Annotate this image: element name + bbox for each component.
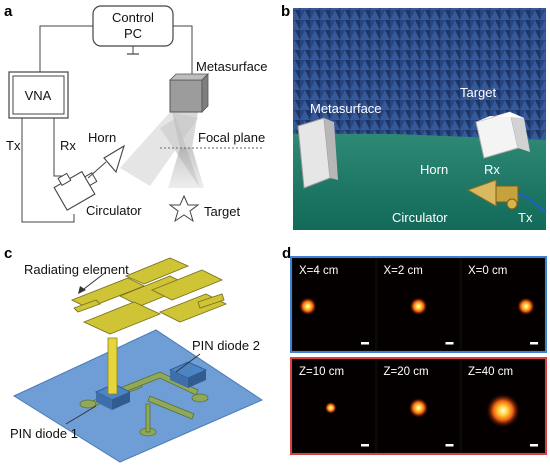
vna-screen: [12, 75, 65, 115]
focal-spot-tiles: X=4 cm X=2 cm X=0 cm Z=10 cm Z=20 cm Z=40 cm: [293, 259, 544, 452]
radiating-element-label: Radiating element: [24, 262, 129, 277]
photo-metasurface-side: [324, 118, 338, 180]
panel-a: a Control PC VNA Tx Rx Circulator: [4, 3, 268, 223]
circulator-shape: [53, 170, 98, 211]
radiating-element-pointer: [79, 271, 107, 293]
tile-label: X=2 cm: [384, 265, 423, 277]
panel-b: b Metasurface Target Horn Rx Circulator …: [281, 3, 547, 230]
horn-icon: [103, 144, 125, 174]
pc-metasurface-wire: [173, 25, 193, 80]
metasurface-side: [201, 73, 209, 113]
focal-spot-tile: Z=40 cm: [462, 360, 544, 452]
panel-b-label: b: [281, 3, 290, 20]
control-pc-label-2: PC: [124, 26, 142, 41]
focal-plane-label: Focal plane: [198, 130, 265, 145]
scale-bar: [361, 342, 369, 345]
circulator-label: Circulator: [86, 203, 142, 218]
panel-a-label: a: [4, 3, 13, 20]
pin-diode-1-label: PIN diode 1: [10, 426, 78, 441]
focal-spot-tile: Z=20 cm: [377, 360, 460, 452]
focal-spot: [324, 401, 337, 414]
tile-label: X=0 cm: [468, 265, 507, 277]
tile-label: Z=20 cm: [384, 366, 429, 378]
scale-bar: [530, 342, 538, 345]
scale-bar: [361, 444, 369, 447]
tile-label: X=4 cm: [299, 265, 338, 277]
tile-label: Z=10 cm: [299, 366, 344, 378]
feed-post: [107, 337, 118, 395]
focal-spot-tile: Z=10 cm: [293, 360, 375, 452]
focal-spot-tile: X=4 cm: [293, 259, 375, 350]
pin-diode-1-pointer: [65, 405, 97, 425]
metasurface-label: Metasurface: [196, 59, 268, 74]
panel-c: c: [4, 245, 264, 463]
horn-label: Horn: [88, 130, 116, 145]
horn-feed: [87, 161, 107, 179]
tx-cable: [21, 118, 75, 223]
photo-metasurface-label: Metasurface: [310, 101, 382, 116]
radiating-patches: [70, 257, 228, 335]
photo-target-side: [510, 112, 530, 152]
focal-spot: [516, 297, 535, 316]
scale-bar: [530, 444, 538, 447]
photo-horn-label: Horn: [420, 162, 448, 177]
scale-bar: [445, 444, 454, 447]
focal-spot: [298, 297, 317, 316]
metasurface-block: [169, 79, 203, 113]
green-floor: [293, 130, 546, 230]
rx-label: Rx: [60, 138, 76, 153]
photo-tx-label: Tx: [518, 210, 533, 225]
vna-label: VNA: [25, 88, 52, 103]
pin-diode-2-label: PIN diode 2: [192, 338, 260, 353]
pc-vna-wire: [39, 25, 93, 72]
focal-spot: [409, 297, 428, 316]
panel-d-label: d: [282, 245, 291, 262]
photo-target-top: [476, 112, 524, 122]
photo-circulator-label: Circulator: [392, 210, 448, 225]
photo-rx-label: Rx: [484, 162, 500, 177]
control-pc-label-1: Control: [112, 10, 154, 25]
photo-cable: [517, 193, 547, 213]
photo-target-label: Target: [460, 85, 497, 100]
rx-cable: [53, 118, 62, 177]
focusing-beam: [172, 112, 198, 148]
diverging-beam: [168, 148, 204, 188]
focal-spot: [408, 397, 429, 418]
scale-bar: [445, 342, 454, 345]
photo-connector: [506, 198, 518, 210]
target-label: Target: [204, 204, 241, 219]
tile-label: Z=40 cm: [468, 366, 513, 378]
focal-spot-tile: X=0 cm: [462, 259, 544, 350]
pin-diode-2-block: [168, 361, 208, 388]
metasurface-top: [169, 73, 209, 81]
radiating-pointer-head: [78, 286, 86, 294]
focal-spot-tile: X=2 cm: [377, 259, 460, 350]
focal-spot: [486, 393, 520, 428]
panel-d: d X=4 cm X=2 cm X=0 cm Z=10 cm Z=20 cm Z=40 c…: [282, 245, 547, 455]
pin-diode-2-pointer: [175, 353, 201, 373]
panel-c-label: c: [4, 245, 12, 262]
target-star-icon: [168, 194, 200, 223]
tx-label: Tx: [6, 138, 21, 153]
